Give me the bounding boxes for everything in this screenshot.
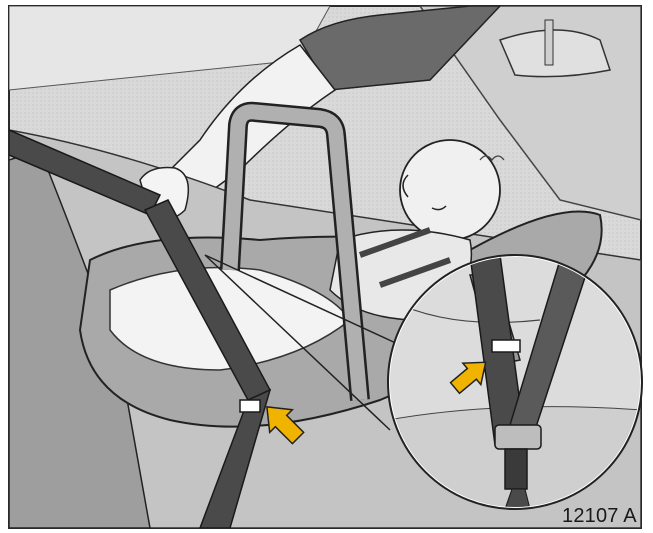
headrest bbox=[500, 30, 610, 77]
headrest-post bbox=[545, 20, 553, 65]
detail-buckle bbox=[495, 425, 541, 449]
detail-buckle-tongue bbox=[505, 449, 527, 489]
belt-guide-clip bbox=[240, 400, 260, 412]
detail-magnifier bbox=[388, 255, 642, 509]
figure-reference-code: 12107 A bbox=[562, 505, 637, 528]
baby-head bbox=[400, 140, 500, 240]
detail-guide-clip bbox=[492, 340, 520, 352]
